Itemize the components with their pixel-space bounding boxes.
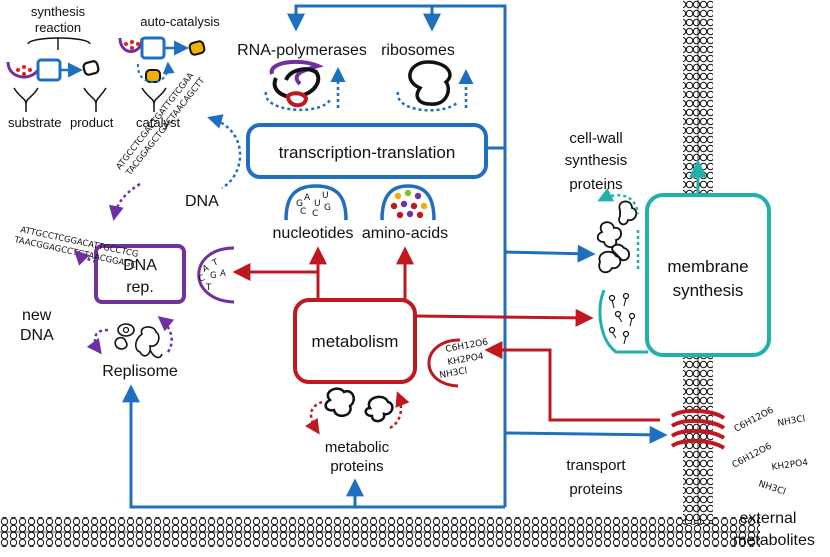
ext-phosphate: KH2PO4 (771, 458, 809, 473)
protein-blob-icon (408, 60, 452, 106)
nucleotide-letter: A (304, 193, 311, 203)
legend-autocatalysis-label: auto-catalysis (140, 14, 220, 29)
external-metabolites-label-2: metabolites (733, 532, 815, 549)
transcription-translation-box (246, 123, 488, 179)
cell-wall-synthesis: cell-wall synthesis proteins (565, 130, 648, 354)
ext-ammonium-1: NH3Cl (777, 414, 806, 429)
protein-blob-icon (618, 200, 638, 226)
legend-synthesis-label: synthesis (31, 4, 86, 19)
cell-wall-label-3: proteins (569, 176, 622, 193)
blue-flow-network (122, 4, 668, 509)
replisome-label: Replisome (102, 363, 178, 380)
amino-acids-pool: amino-acids (362, 184, 448, 242)
metabolic-proteins: metabolic proteins (305, 387, 410, 475)
template-letter: T (210, 257, 221, 269)
new-dna-label-2: DNA (20, 327, 54, 344)
cell-membrane-bottom (0, 517, 760, 547)
ext-glucose-2: C6H12O6 (731, 441, 774, 470)
membrane-synthesis-box (645, 193, 771, 357)
legend-reaction-label: reaction (35, 20, 81, 35)
enzyme-box-icon (36, 58, 62, 82)
legend-product-label: product (70, 115, 114, 130)
template-letter: A (220, 269, 226, 279)
nucleotide-letter: G (296, 199, 303, 209)
new-dna-label-1: new (22, 307, 52, 324)
dna-rep-label-2: rep. (126, 279, 154, 296)
red-flow-network (232, 246, 660, 422)
rna-polymerases-label: RNA-polymerases (237, 42, 367, 59)
membrane-synthesis-label-2: synthesis (673, 281, 744, 300)
nucleotides-label: nucleotides (273, 225, 354, 242)
dna-replication-box (94, 244, 186, 304)
template-letter: C (197, 273, 207, 285)
dna-label: DNA (185, 193, 219, 210)
ammonium-formula: NH3Cl (439, 366, 468, 381)
template-letter: A (201, 263, 211, 275)
protein-blob-icon (324, 387, 355, 418)
metabolism-label: metabolism (312, 332, 399, 351)
metabolic-proteins-label-1: metabolic (325, 439, 390, 456)
internal-metabolites: C6H12O6 KH2PO4 NH3Cl (427, 338, 489, 388)
legend-catalyst-label: catalyst (136, 115, 180, 130)
dna-strand-template: ATGCCTCGACTGATTGTCGAA TACGGAGCTGACTAACAG… (109, 71, 242, 221)
transcription-translation-label: transcription-translation (279, 143, 456, 162)
transport-protein: transport proteins (566, 409, 726, 498)
dna-rep-label-1: DNA (123, 257, 157, 274)
ribosome-complex (396, 60, 474, 112)
template-letter: T (205, 283, 212, 293)
metabolic-proteins-label-2: proteins (330, 458, 383, 475)
transport-proteins-label-2: proteins (569, 481, 622, 498)
replisome-complex: Replisome (86, 316, 178, 380)
cell-wall-label-1: cell-wall (569, 130, 622, 147)
dna-strand-1: ATGCCTCGACTGATTGTCGAA (114, 71, 196, 172)
rna-polymerase-complex (264, 59, 346, 112)
cell-wall-label-2: synthesis (565, 152, 628, 169)
metabolism-box (293, 298, 417, 384)
ribosomes-label: ribosomes (381, 42, 455, 59)
protein-blob-icon (596, 221, 622, 248)
dna-template-pool: A T C G A T (197, 246, 235, 304)
nucleotide-letter: G (324, 203, 331, 213)
external-metabolites-label-1: external (740, 510, 797, 527)
protein-blob-icon (611, 243, 630, 262)
enzyme-box-icon (140, 36, 166, 60)
transport-proteins-label-1: transport (566, 457, 626, 474)
amino-acids-label: amino-acids (362, 225, 448, 242)
protein-blob-icon (364, 395, 394, 423)
legend: synthesis reaction substrate product aut… (6, 4, 220, 130)
nucleotide-letter: C (312, 209, 318, 219)
membrane-synthesis-label-1: membrane (667, 257, 748, 276)
protein-blob-icon (598, 250, 622, 274)
legend-substrate-label: substrate (8, 115, 61, 130)
ext-ammonium-2: NH3Cl (757, 479, 787, 497)
product-icon (82, 60, 100, 76)
template-letter: G (210, 271, 217, 281)
catalyst-product-icon (188, 40, 206, 56)
nucleotide-letter: U (322, 191, 329, 201)
nucleotide-letter: U (314, 199, 321, 209)
nucleotides-pool: G A U C U G C nucleotides (273, 184, 354, 242)
nucleotide-letter: C (300, 207, 306, 217)
ext-glucose-1: C6H12O6 (733, 405, 776, 434)
